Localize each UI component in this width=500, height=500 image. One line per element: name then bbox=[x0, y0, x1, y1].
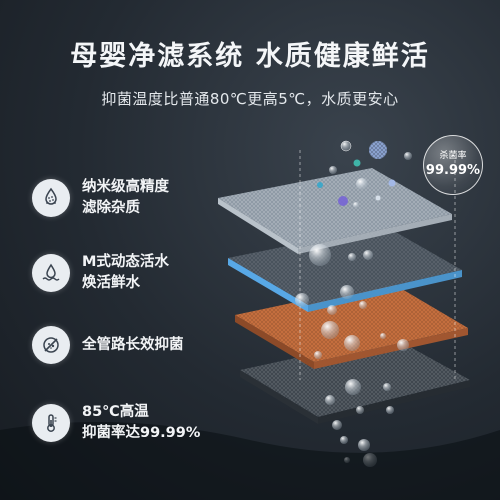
feature-2-line1: M式动态活水 bbox=[82, 254, 169, 270]
feature-4-line2: 抑菌率达99.99% bbox=[82, 425, 201, 441]
filter-layer-2 bbox=[228, 226, 462, 312]
badge-label: 杀菌率 bbox=[439, 151, 467, 161]
feature-1-line2: 滤除杂质 bbox=[82, 200, 140, 216]
page-subtitle: 抑菌温度比普通80℃更高5℃，水质更安心 bbox=[101, 90, 399, 108]
water-wave bbox=[0, 422, 500, 500]
filter-layer-1 bbox=[218, 168, 452, 254]
feature-2-line2: 焕活鲜水 bbox=[82, 275, 140, 291]
feature-item-antibacterial: 全管路长效抑菌 bbox=[32, 326, 184, 364]
filter-layer-3 bbox=[235, 282, 468, 369]
impurity-particles bbox=[317, 140, 412, 208]
sterilization-rate-badge: 杀菌率 99.99% bbox=[423, 135, 483, 195]
feature-4-line1: 85℃高温 bbox=[82, 404, 149, 420]
feature-item-filter: 纳米级高精度 滤除杂质 bbox=[32, 177, 169, 219]
feature-1-line1: 纳米级高精度 bbox=[82, 179, 169, 195]
feature-item-water: M式动态活水 焕活鲜水 bbox=[32, 252, 169, 294]
filter-layer-4 bbox=[240, 337, 470, 424]
guide-lines bbox=[299, 150, 456, 380]
water-drop-icon bbox=[32, 254, 70, 292]
thermometer-icon bbox=[32, 404, 70, 442]
antibacterial-shield-icon bbox=[32, 326, 70, 364]
feature-item-temperature: 85℃高温 抑菌率达99.99% bbox=[32, 402, 200, 444]
badge-value: 99.99% bbox=[425, 163, 481, 178]
water-bubbles bbox=[295, 244, 409, 395]
feature-3-line1: 全管路长效抑菌 bbox=[82, 336, 184, 353]
page-title: 母婴净滤系统 水质健康鲜活 bbox=[70, 41, 430, 72]
filter-icon bbox=[32, 179, 70, 217]
